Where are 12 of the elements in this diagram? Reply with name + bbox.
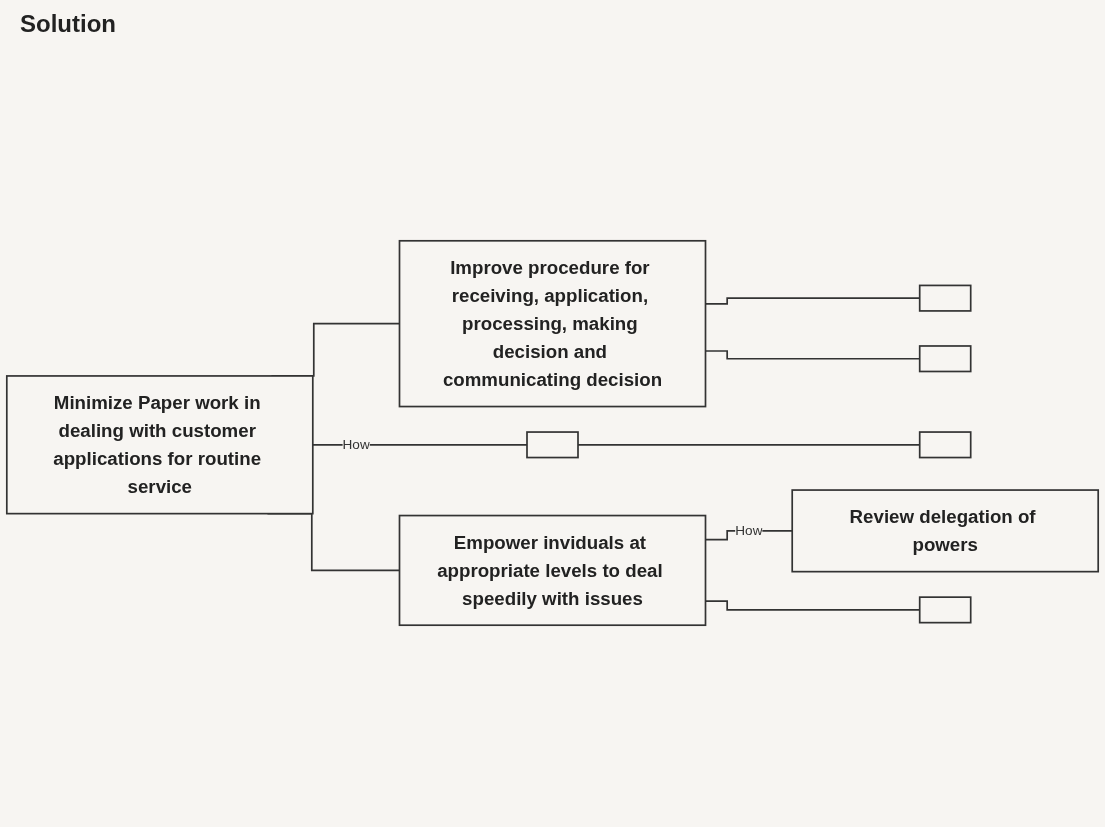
node-box: [918, 344, 972, 372]
column-heading: Solution: [20, 10, 117, 38]
node-box: [918, 595, 972, 623]
node-box: Improve procedure for receiving, application, processing, making decision and communicating decision: [398, 239, 707, 407]
edge-label: How: [342, 436, 370, 452]
node-box: [918, 430, 972, 458]
node-box: Empower inviduals at appropriate levels to deal speedily with issues: [398, 514, 707, 626]
node-box: [918, 284, 972, 312]
edge-label: How: [735, 522, 763, 538]
node-box: Minimize Paper work in dealing with customer applications for routine service: [5, 374, 314, 514]
node-box: Review delegation of powers: [791, 488, 1100, 572]
node-box: [526, 430, 579, 458]
